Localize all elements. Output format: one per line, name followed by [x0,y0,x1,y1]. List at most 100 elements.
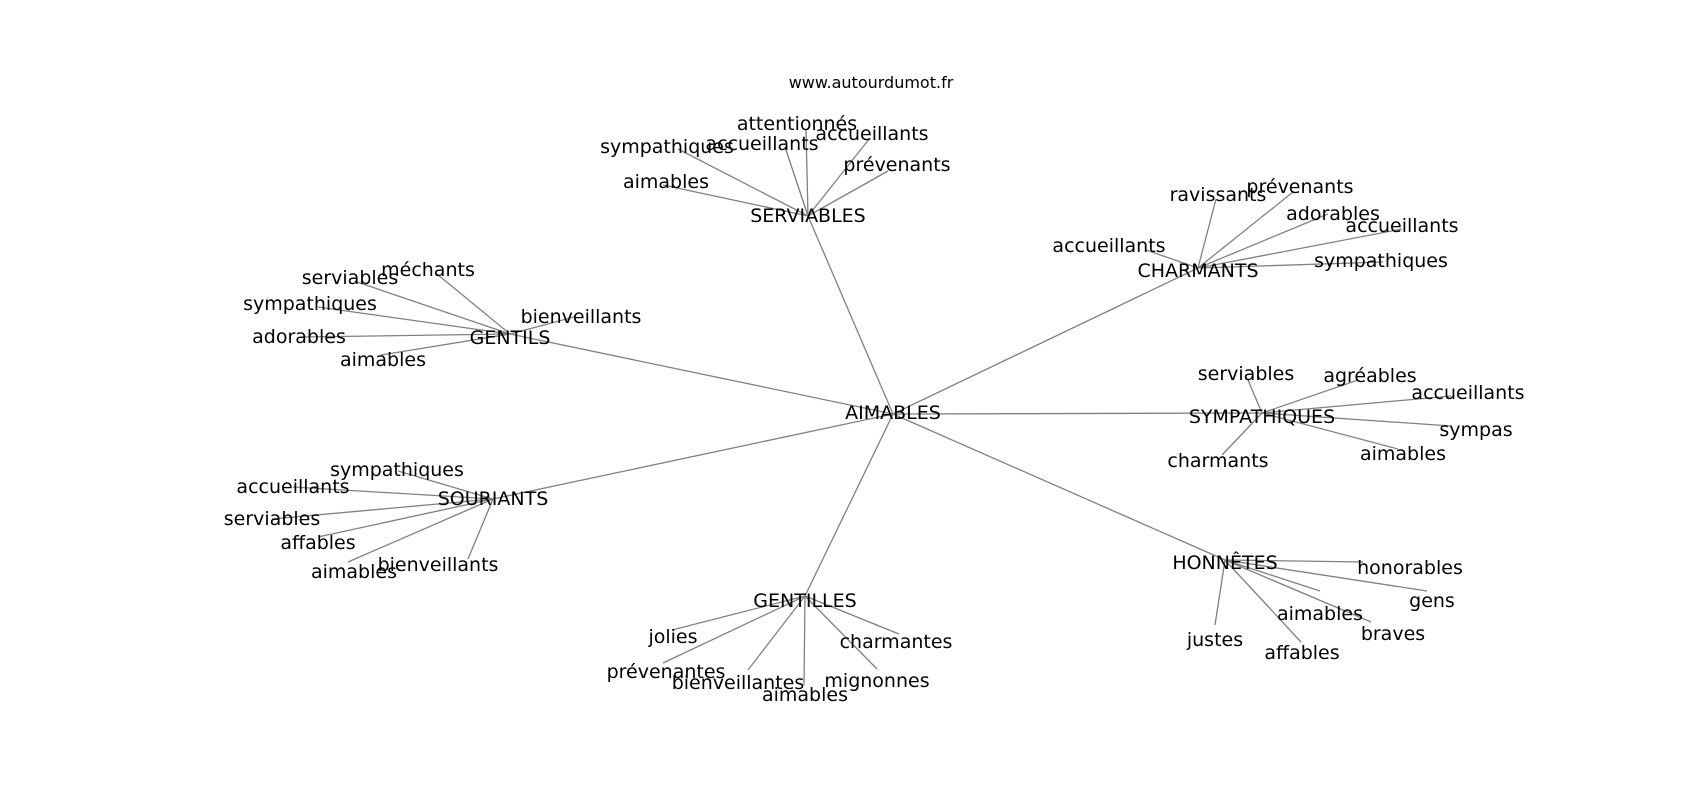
edge-cluster-3-leaf-2 [1261,395,1452,414]
leaf-label-6-1: charmantes [840,631,953,653]
edge-cluster-4-leaf-5 [467,498,494,560]
leaf-label-4-2: serviables [224,508,321,530]
nodes: AIMABLESSERVIABLESattentionnésaccueillan… [224,113,1525,706]
edge-cluster-4-leaf-1 [292,486,494,500]
edge-center-to-cluster-1 [892,267,1199,415]
edge-cluster-1-leaf-5 [1197,261,1384,269]
leaf-label-1-5: sympathiques [1314,250,1448,272]
edge-cluster-6-leaf-3 [747,595,806,671]
edge-cluster-5-leaf-1 [1224,559,1428,592]
cluster-label-2: GENTILS [470,327,551,349]
leaf-label-1-0: ravissants [1170,184,1267,206]
leaf-label-5-4: justes [1186,629,1243,651]
leaf-label-4-3: affables [280,532,355,554]
edges [271,129,1452,686]
leaf-label-4-0: sympathiques [330,459,464,481]
edge-cluster-1-leaf-3 [1145,249,1199,269]
leaf-label-3-0: serviables [1198,363,1295,385]
leaf-label-2-5: aimables [340,349,426,371]
leaf-label-2-3: bienveillants [521,306,642,328]
leaf-label-2-0: méchants [381,259,475,281]
edge-cluster-2-leaf-5 [380,333,511,356]
leaf-label-3-3: sympas [1439,419,1512,441]
edge-cluster-4-leaf-3 [317,498,494,538]
edge-cluster-0-leaf-3 [807,137,871,217]
edge-center-to-cluster-4 [492,413,894,500]
center-word-label: AIMABLES [845,402,941,424]
edge-cluster-3-leaf-5 [1221,412,1263,456]
leaf-label-1-4: accueillants [1345,215,1458,237]
edge-center-to-cluster-0 [807,215,894,415]
leaf-label-0-2: sympathiques [600,136,734,158]
edge-cluster-4-leaf-2 [271,498,494,520]
leaf-label-5-0: honorables [1357,557,1463,579]
edge-cluster-5-leaf-2 [1224,559,1321,592]
edge-center-to-cluster-3 [892,412,1263,415]
leaf-label-3-2: accueillants [1411,382,1524,404]
edge-cluster-1-leaf-1 [1197,191,1294,269]
edge-cluster-0-leaf-5 [662,184,809,217]
leaf-label-6-0: jolies [647,626,697,648]
edge-cluster-6-leaf-2 [662,595,806,664]
edge-cluster-3-leaf-1 [1261,379,1359,414]
leaf-label-4-5: bienveillants [378,554,499,576]
edge-cluster-6-leaf-5 [803,595,806,686]
cluster-label-1: CHARMANTS [1137,260,1258,282]
edge-cluster-5-leaf-0 [1224,559,1364,563]
cluster-label-6: GENTILLES [753,590,856,612]
leaf-label-3-1: agréables [1323,365,1416,387]
leaf-label-0-1: accueillants [705,133,818,155]
edge-cluster-4-leaf-4 [347,498,494,563]
edge-cluster-0-leaf-1 [784,146,809,217]
edge-cluster-6-leaf-0 [671,595,806,631]
leaf-label-0-0: attentionnés [737,113,857,135]
edge-cluster-1-leaf-2 [1197,213,1329,269]
leaf-label-1-1: prévenants [1246,176,1353,198]
edge-cluster-3-leaf-4 [1261,412,1399,450]
cluster-label-4: SOURIANTS [438,488,549,510]
edge-cluster-0-leaf-0 [805,129,809,217]
edge-cluster-2-leaf-2 [317,306,511,335]
cluster-label-3: SYMPATHIQUES [1189,406,1335,428]
leaf-label-2-1: serviables [302,267,399,289]
edge-cluster-5-leaf-4 [1214,559,1226,626]
edge-cluster-1-leaf-0 [1197,198,1217,269]
edge-center-to-cluster-5 [892,413,1226,561]
edge-cluster-1-leaf-4 [1197,228,1403,269]
leaf-label-3-5: charmants [1167,450,1268,472]
leaf-label-2-4: adorables [252,326,346,348]
leaf-label-0-5: aimables [623,171,709,193]
edge-cluster-5-leaf-3 [1224,559,1372,623]
edge-cluster-5-leaf-5 [1224,559,1302,643]
site-credit: www.autourdumot.fr [789,73,954,92]
edge-cluster-2-leaf-1 [356,281,511,335]
leaf-label-6-5: aimables [762,684,848,706]
edge-cluster-6-leaf-1 [804,595,900,635]
edge-cluster-6-leaf-4 [804,595,878,670]
edge-center-to-cluster-6 [804,413,894,597]
leaf-label-6-4: mignonnes [824,670,929,692]
edge-cluster-2-leaf-4 [302,333,511,338]
leaf-label-4-1: accueillants [236,476,349,498]
edge-cluster-0-leaf-4 [807,170,889,217]
leaf-label-1-2: adorables [1286,203,1380,225]
leaf-label-5-5: affables [1264,642,1339,664]
leaf-label-3-4: aimables [1360,443,1446,465]
leaf-label-2-2: sympathiques [243,293,377,315]
edge-cluster-2-leaf-0 [436,273,511,335]
leaf-label-0-3: accueillants [815,123,928,145]
leaf-label-6-3: bienveillantes [672,672,805,694]
leaf-label-5-2: aimables [1277,603,1363,625]
leaf-label-1-3: accueillants [1052,235,1165,257]
edge-cluster-4-leaf-0 [397,470,494,500]
leaf-label-5-3: braves [1361,623,1425,645]
leaf-label-4-4: aimables [311,561,397,583]
edge-cluster-3-leaf-0 [1247,379,1263,414]
edge-cluster-2-leaf-3 [509,316,575,335]
leaf-label-0-4: prévenants [843,154,950,176]
leaf-label-5-1: gens [1409,590,1455,612]
edge-center-to-cluster-2 [509,333,894,415]
edge-cluster-3-leaf-3 [1261,412,1452,427]
cluster-label-5: HONNÊTES [1172,551,1277,574]
